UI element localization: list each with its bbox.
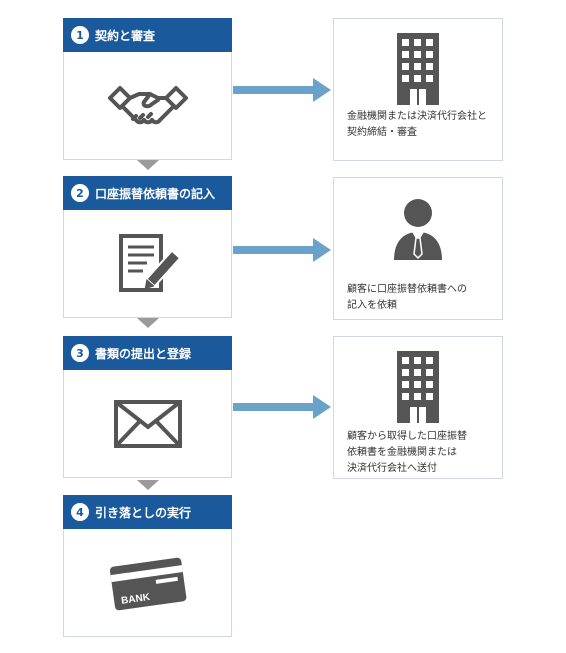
bank-card-label: BANK [120,591,151,606]
step-3: 3 書類の提出と登録 [63,336,232,478]
office-building-icon [397,351,439,423]
step-4-body: BANK [63,529,232,637]
party-2-line-1: 顧客に口座振替依頼書への [347,284,467,295]
party-2-description: 顧客に口座振替依頼書への 記入を依頼 [347,282,494,314]
step-2-title: 口座振替依頼書の記入 [95,186,216,201]
right-arrow-3 [233,395,331,419]
customer-person-icon [394,199,442,260]
step-4-header: 4 引き落としの実行 [63,495,232,529]
step-2-header: 2 口座振替依頼書の記入 [63,176,232,210]
party-2-line-2: 記入を依頼 [347,300,397,311]
right-arrow-1 [233,78,331,102]
step-4-number: 4 [71,503,89,521]
party-box-3: 顧客から取得した口座振替 依頼書を金融機関または 決済代行会社へ送付 [333,336,503,479]
document-pen-icon [118,233,181,292]
step-1-number: 1 [71,26,89,44]
step-3-title: 書類の提出と登録 [95,346,192,361]
party-3-description: 顧客から取得した口座振替 依頼書を金融機関または 決済代行会社へ送付 [347,429,494,477]
party-box-2: 顧客に口座振替依頼書への 記入を依頼 [333,177,503,320]
party-1-description: 金融機関または決済代行会社と 契約締結・審査 [347,109,494,141]
step-2-number: 2 [71,184,89,202]
party-1-line-2: 契約締結・審査 [347,127,417,138]
party-3-line-1: 顧客から取得した口座振替 [347,431,467,442]
step-2-body [63,210,232,318]
party-box-1: 金融機関または決済代行会社と 契約締結・審査 [333,18,503,161]
step-1-body [63,52,232,160]
step-4: 4 引き落としの実行 BANK [63,495,232,637]
step-2: 2 口座振替依頼書の記入 [63,176,232,318]
party-3-line-2: 依頼書を金融機関または [347,447,457,458]
step-1-title: 契約と審査 [95,28,156,43]
handshake-icon [107,85,188,124]
down-arrow-2 [137,318,159,328]
party-1-line-1: 金融機関または決済代行会社と [347,111,487,122]
down-arrow-1 [137,160,159,170]
party-3-line-3: 決済代行会社へ送付 [347,463,437,474]
down-arrow-3 [137,480,159,490]
step-1-header: 1 契約と審査 [63,18,232,52]
bank-card-icon: BANK [109,557,186,610]
right-arrow-2 [233,238,331,262]
step-4-title: 引き落としの実行 [95,505,192,520]
step-1: 1 契約と審査 [63,18,232,160]
step-3-header: 3 書類の提出と登録 [63,336,232,370]
envelope-icon [113,399,182,448]
office-building-icon [397,33,439,105]
step-3-body [63,370,232,478]
step-3-number: 3 [71,344,89,362]
